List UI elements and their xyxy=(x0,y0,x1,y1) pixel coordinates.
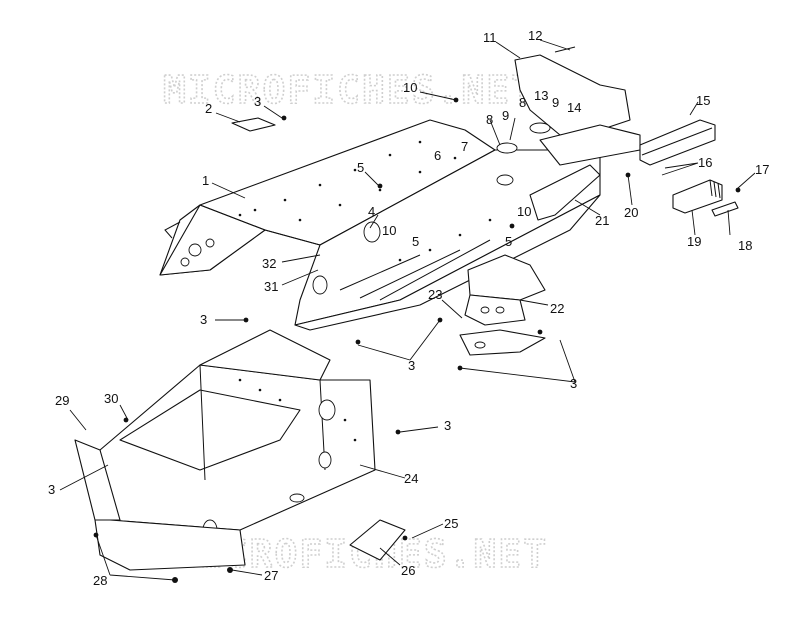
callout-5-mid: 5 xyxy=(412,234,419,249)
mount-bracket xyxy=(464,254,546,326)
callout-3-right: 3 xyxy=(570,376,577,391)
callout-16: 16 xyxy=(698,155,712,170)
callout-9-right: 9 xyxy=(552,95,559,110)
callout-32: 32 xyxy=(262,256,276,271)
callout-1: 1 xyxy=(202,173,209,188)
callout-28: 28 xyxy=(93,573,107,588)
callout-7: 7 xyxy=(461,139,468,154)
callout-5-top: 5 xyxy=(357,160,364,175)
callout-12: 12 xyxy=(528,28,542,43)
callout-10-top: 10 xyxy=(403,80,417,95)
side-skirt xyxy=(529,164,601,221)
lower-bracket xyxy=(459,329,546,356)
callout-20: 20 xyxy=(624,205,638,220)
callout-6: 6 xyxy=(434,148,441,163)
callout-labels: 1 2 3 3 3 3 3 3 4 5 5 5 6 7 8 8 9 9 10 1… xyxy=(48,28,769,588)
callout-23: 23 xyxy=(428,287,442,302)
rear-rail xyxy=(639,119,716,166)
callout-21: 21 xyxy=(595,213,609,228)
small-angle-bracket xyxy=(349,519,406,561)
small-plate xyxy=(231,117,276,132)
callout-3-front: 3 xyxy=(48,482,55,497)
callout-13: 13 xyxy=(534,88,548,103)
callout-5-right: 5 xyxy=(505,234,512,249)
callout-3-middle: 3 xyxy=(408,358,415,373)
watermark-top: MICROFICHES.NET xyxy=(163,68,536,112)
front-chassis xyxy=(99,329,376,541)
callout-14: 14 xyxy=(567,100,581,115)
callout-8-left: 8 xyxy=(486,112,493,127)
callout-17: 17 xyxy=(755,162,769,177)
callout-22: 22 xyxy=(550,301,564,316)
callout-29: 29 xyxy=(55,393,69,408)
callout-8-right: 8 xyxy=(519,95,526,110)
taillight-lens xyxy=(711,201,739,217)
leader-lines xyxy=(59,39,756,581)
callout-10-mid: 10 xyxy=(382,223,396,238)
callout-2: 2 xyxy=(205,101,212,116)
callout-25: 25 xyxy=(444,516,458,531)
callout-15: 15 xyxy=(696,93,710,108)
callout-3-chassis-top: 3 xyxy=(200,312,207,327)
callout-24: 24 xyxy=(404,471,418,486)
callout-30: 30 xyxy=(104,391,118,406)
callout-19: 19 xyxy=(687,234,701,249)
callout-31: 31 xyxy=(264,279,278,294)
callout-10-right: 10 xyxy=(517,204,531,219)
callout-9-left: 9 xyxy=(502,108,509,123)
callout-3-side: 3 xyxy=(444,418,451,433)
callout-4: 4 xyxy=(368,204,375,219)
callout-11: 11 xyxy=(483,30,497,45)
callout-27: 27 xyxy=(264,568,278,583)
rear-bumper-bracket xyxy=(496,54,641,186)
callout-18: 18 xyxy=(738,238,752,253)
hardware-fasteners xyxy=(93,46,741,583)
front-lower-skid xyxy=(74,439,246,571)
callout-3-plate: 3 xyxy=(254,94,261,109)
taillight-housing xyxy=(672,179,723,214)
callout-26: 26 xyxy=(401,563,415,578)
